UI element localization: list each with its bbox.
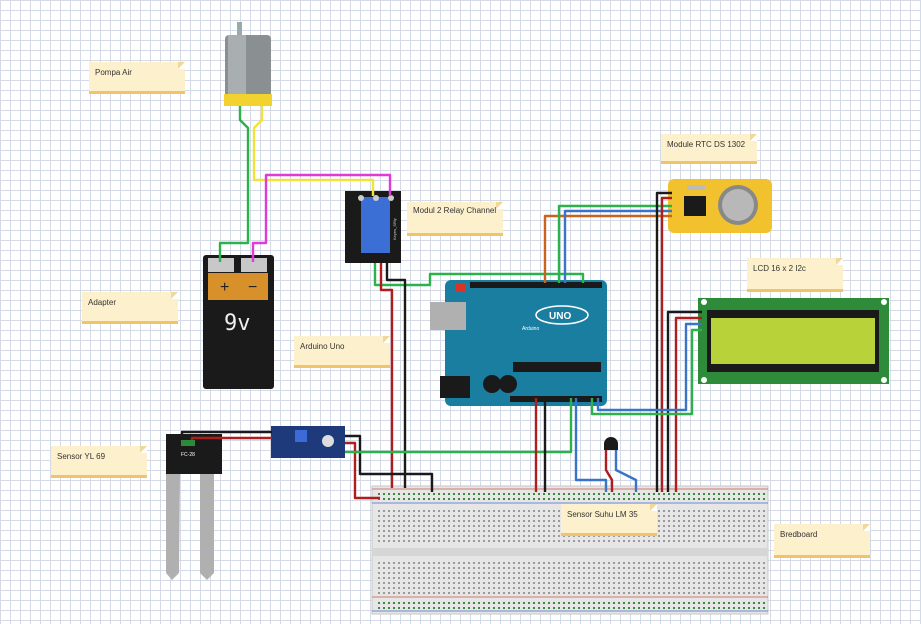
arduino-uno: UNO Arduino [430, 280, 607, 406]
relay-brand-label: Keyes_SRly [392, 218, 397, 240]
arduino-uno-logo: UNO [549, 311, 571, 322]
rtc-module [668, 179, 772, 233]
note-lcd: LCD 16 x 2 I2c [747, 258, 843, 292]
note-arduino: Arduino Uno [294, 336, 390, 368]
note-lcd-text: LCD 16 x 2 I2c [753, 264, 806, 273]
note-rtc: Module RTC DS 1302 [661, 134, 757, 164]
arduino-brand-label: Arduino [522, 326, 539, 332]
lcd-16x2 [698, 298, 889, 384]
water-pump [224, 22, 272, 106]
note-adapter: Adapter [82, 292, 178, 324]
note-lm35: Sensor Suhu LM 35 [561, 504, 657, 536]
note-arduino-text: Arduino Uno [300, 342, 345, 351]
note-relay: Modul 2 Relay Channel [407, 202, 503, 236]
note-relay-text: Modul 2 Relay Channel [413, 206, 497, 215]
note-lm35-text: Sensor Suhu LM 35 [567, 510, 638, 519]
note-pump: Pompa Air [89, 62, 185, 94]
note-pump-text: Pompa Air [95, 68, 132, 77]
note-yl69: Sensor YL 69 [51, 446, 147, 478]
note-yl69-text: Sensor YL 69 [57, 452, 106, 461]
note-rtc-text: Module RTC DS 1302 [667, 140, 746, 149]
wires [180, 106, 702, 500]
soil-probe-yl69: FC-28 [166, 434, 222, 580]
lm35-sensor [604, 437, 618, 450]
note-adapter-text: Adapter [88, 298, 117, 307]
battery-plus-label: + [220, 279, 229, 296]
battery-minus-label: − [248, 279, 257, 296]
soil-sensor-module [271, 426, 345, 458]
probe-model-label: FC-28 [181, 452, 195, 458]
note-breadboard: Bredboard [774, 524, 870, 558]
battery-9v: + − 9v [203, 255, 274, 389]
note-breadboard-text: Bredboard [780, 530, 818, 539]
relay-module: Keyes_SRly [345, 191, 401, 263]
battery-voltage-label: 9v [224, 311, 251, 336]
